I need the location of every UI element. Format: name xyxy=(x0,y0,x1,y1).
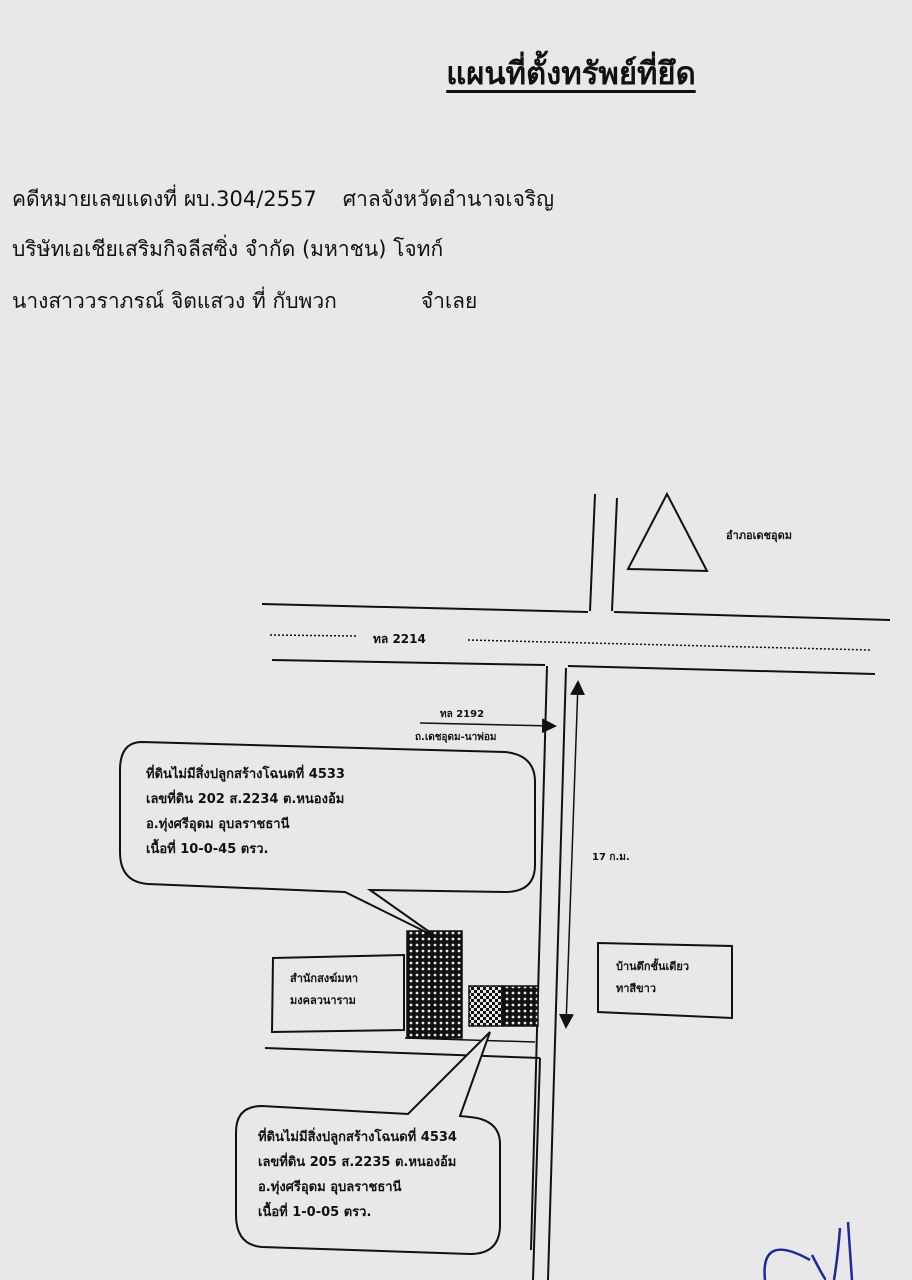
defendant-name: นางสาววราภรณ์ จิตแสวง ที่ กับพวก xyxy=(12,289,337,313)
road-name-label: ถ.เดชอุดม-นาพ่อม xyxy=(415,732,497,743)
court-name: ศาลจังหวัดอำนาจเจริญ xyxy=(342,187,555,211)
parcel-4533-text: ที่ดินไม่มีสิ่งปลูกสร้างโฉนดที่ 4533 เลข… xyxy=(146,767,345,857)
parcel-4533-callout xyxy=(119,740,536,939)
distance-label: 17 ก.ม. xyxy=(592,852,630,863)
highway-2214-top-edge-east xyxy=(613,611,891,621)
road-name-arrow xyxy=(419,718,557,734)
house-box xyxy=(597,941,733,1020)
district-office-label: อำภอเดชอุดม xyxy=(726,529,793,542)
plaintiff-line: บริษัทเอเชียเสริมกิจลีสซิ่ง จำกัด (มหาชน… xyxy=(12,237,444,261)
road-north-right-edge xyxy=(611,497,618,612)
side-lane-edge xyxy=(264,1047,541,1059)
highway-2214-bottom-edge-east xyxy=(567,665,876,675)
road-2192-right-edge xyxy=(547,667,567,1280)
page-title: แผนที่ตั้งทรัพย์ที่ยึด xyxy=(446,56,696,92)
road-north-left-edge xyxy=(589,493,596,612)
highway-2214-bottom-edge xyxy=(271,659,546,666)
highway-2214-top-edge xyxy=(261,603,589,613)
road-2192-left-edge xyxy=(530,665,548,1251)
parcel-4534-shape xyxy=(468,985,503,1027)
defendant-line: นางสาววราภรณ์ จิตแสวง ที่ กับพวก จำเลย xyxy=(12,285,477,318)
distance-arrow xyxy=(558,680,586,1029)
case-number-line: คดีหมายเลขแดงที่ ผบ.304/2557 ศาลจังหวัดอำ… xyxy=(12,183,554,216)
house-label: บ้านตึกชั้นเดียว ทาสีขาว xyxy=(616,960,689,995)
temple-label: สำนักสงฆ์มหา มงคลวนาราม xyxy=(290,972,358,1007)
highway-centerline-west xyxy=(269,634,357,637)
map-drawing xyxy=(119,491,891,1280)
parcel-4533-shape xyxy=(406,930,463,1039)
parcel-4534-callout xyxy=(235,1031,501,1256)
case-number: คดีหมายเลขแดงที่ ผบ.304/2557 xyxy=(12,187,317,211)
location-map: อำภอเดชอุดม ทล 2214 ทล 2192 ถ.เดชอุดม-นา… xyxy=(0,480,912,1280)
signature-mark xyxy=(763,1221,854,1280)
parcel-4534-shape-b xyxy=(501,985,539,1027)
temple-box xyxy=(270,953,405,1034)
district-office-icon xyxy=(626,491,709,573)
highway-2214-label: ทล 2214 xyxy=(373,632,426,646)
defendant-role: จำเลย xyxy=(420,289,478,313)
parcel-4534-text: ที่ดินไม่มีสิ่งปลูกสร้างโฉนดที่ 4534 เลข… xyxy=(258,1130,457,1220)
highway-centerline-east xyxy=(467,639,871,651)
highway-2192-label: ทล 2192 xyxy=(440,709,485,720)
road-2192-left-edge-south xyxy=(532,1057,541,1280)
